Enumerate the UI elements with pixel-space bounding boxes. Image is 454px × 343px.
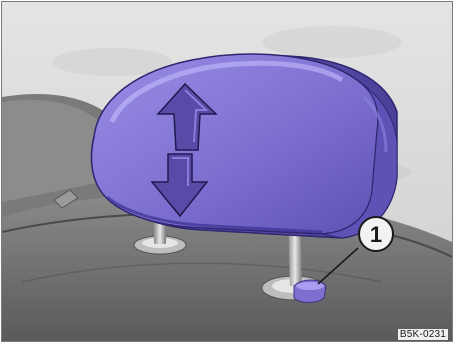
headrest-illustration: 1	[2, 2, 452, 341]
callout-badge: 1	[359, 217, 393, 251]
headrest	[92, 54, 397, 238]
figure-code: B5K-0231	[398, 329, 448, 340]
release-button-icon	[294, 280, 326, 303]
callout-number: 1	[370, 222, 382, 247]
